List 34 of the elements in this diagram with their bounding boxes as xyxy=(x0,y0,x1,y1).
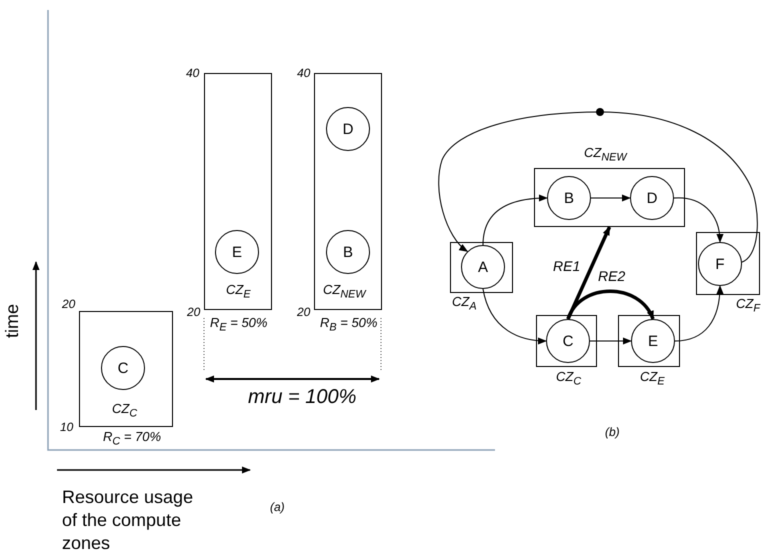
zone-label: CZ$_{C}$ xyxy=(112,402,138,421)
zone-label: CZ$_{NEW}$ xyxy=(584,146,627,165)
zone-label: CZ$_{E}$ xyxy=(640,370,665,389)
edge-label: RE1 xyxy=(553,258,580,274)
zone-label: CZ$_{C}$ xyxy=(556,370,582,389)
panel-label: (b) xyxy=(605,425,620,439)
zone-label: CZ$_{F}$ xyxy=(736,297,760,316)
dimension-label: mru = 100% xyxy=(248,386,356,409)
edge-label: RE2 xyxy=(598,268,626,284)
task-circle: C xyxy=(101,346,145,390)
tick-label: 20 xyxy=(297,305,310,319)
zone-label: CZ$_{NEW}$ xyxy=(323,283,366,302)
panel-label: (a) xyxy=(270,500,285,514)
task-circle: A xyxy=(461,245,505,289)
task-circle: D xyxy=(326,107,370,151)
tick-label: 10 xyxy=(60,420,74,434)
zone-label: CZ$_{E}$ xyxy=(226,283,251,302)
task-circle: B xyxy=(547,176,591,220)
task-circle: E xyxy=(215,230,259,274)
task-circle: F xyxy=(698,242,742,286)
tick-label: 20 xyxy=(62,297,76,311)
resource-label: R$_{C}$ = 70% xyxy=(103,430,162,449)
task-circle: E xyxy=(631,319,675,363)
tick-label: 40 xyxy=(186,66,200,80)
resource-label: R$_{E}$ = 50% xyxy=(210,316,268,335)
tick-label: 20 xyxy=(187,305,200,319)
task-circle: B xyxy=(326,230,370,274)
task-circle: C xyxy=(546,319,590,363)
axis-label: time xyxy=(2,304,23,338)
task-circle: D xyxy=(630,176,674,220)
tick-label: 40 xyxy=(297,66,310,80)
zone-label: CZ$_{A}$ xyxy=(452,295,477,314)
axis-label: Resource usage of the compute zones xyxy=(62,486,194,555)
resource-label: R$_{B}$ = 50% xyxy=(320,316,378,335)
